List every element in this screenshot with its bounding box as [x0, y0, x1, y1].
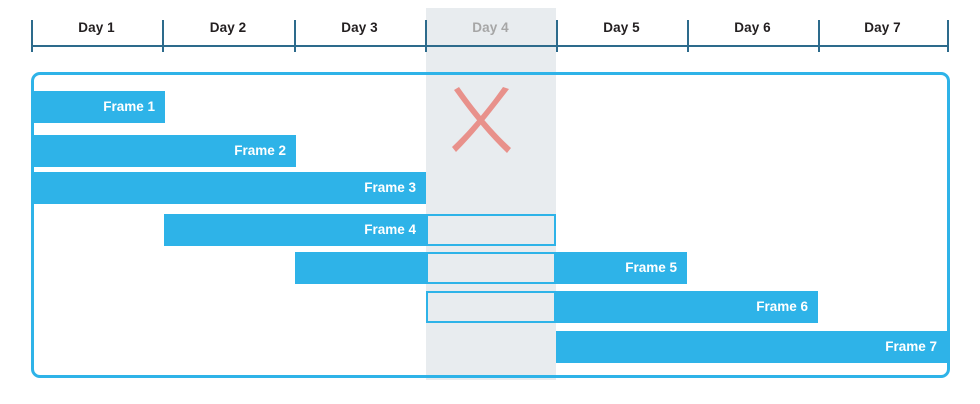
axis-baseline [31, 45, 949, 47]
axis-tick-2 [294, 20, 296, 52]
day-label-6: Day 6 [734, 20, 771, 35]
axis-tick-4 [556, 20, 558, 52]
axis-tick-0 [31, 20, 33, 52]
axis-tick-7 [947, 20, 949, 52]
axis-tick-6 [818, 20, 820, 52]
bar-segment[interactable] [33, 172, 426, 204]
day-label-5: Day 5 [603, 20, 640, 35]
x-cross-icon [452, 87, 511, 153]
chart-container [31, 72, 950, 378]
bar-row-frame-2: Frame 2 [0, 135, 980, 167]
bar-segment[interactable] [295, 252, 426, 284]
axis-tick-1 [162, 20, 164, 52]
bar-segment[interactable] [556, 331, 947, 363]
axis-tick-5 [687, 20, 689, 52]
bar-segment[interactable] [33, 91, 165, 123]
axis-tick-3 [425, 20, 427, 52]
bar-segment-skipped[interactable] [426, 214, 556, 246]
day-label-4: Day 4 [472, 20, 509, 35]
bar-segment-skipped[interactable] [426, 252, 556, 284]
bar-segment-skipped[interactable] [426, 291, 556, 323]
day-label-1: Day 1 [78, 20, 115, 35]
day-label-7: Day 7 [864, 20, 901, 35]
day-label-3: Day 3 [341, 20, 378, 35]
bar-row-frame-7: Frame 7 [0, 331, 980, 363]
bar-segment[interactable] [164, 214, 426, 246]
bar-segment[interactable] [33, 135, 296, 167]
timeline-header: Day 1 Day 2 Day 3 Day 4 Day 5 Day 6 Day … [0, 0, 980, 62]
day-label-2: Day 2 [209, 20, 247, 35]
bar-segment[interactable] [556, 291, 818, 323]
bar-segment[interactable] [556, 252, 687, 284]
x-cross-stroke-2 [452, 87, 509, 152]
